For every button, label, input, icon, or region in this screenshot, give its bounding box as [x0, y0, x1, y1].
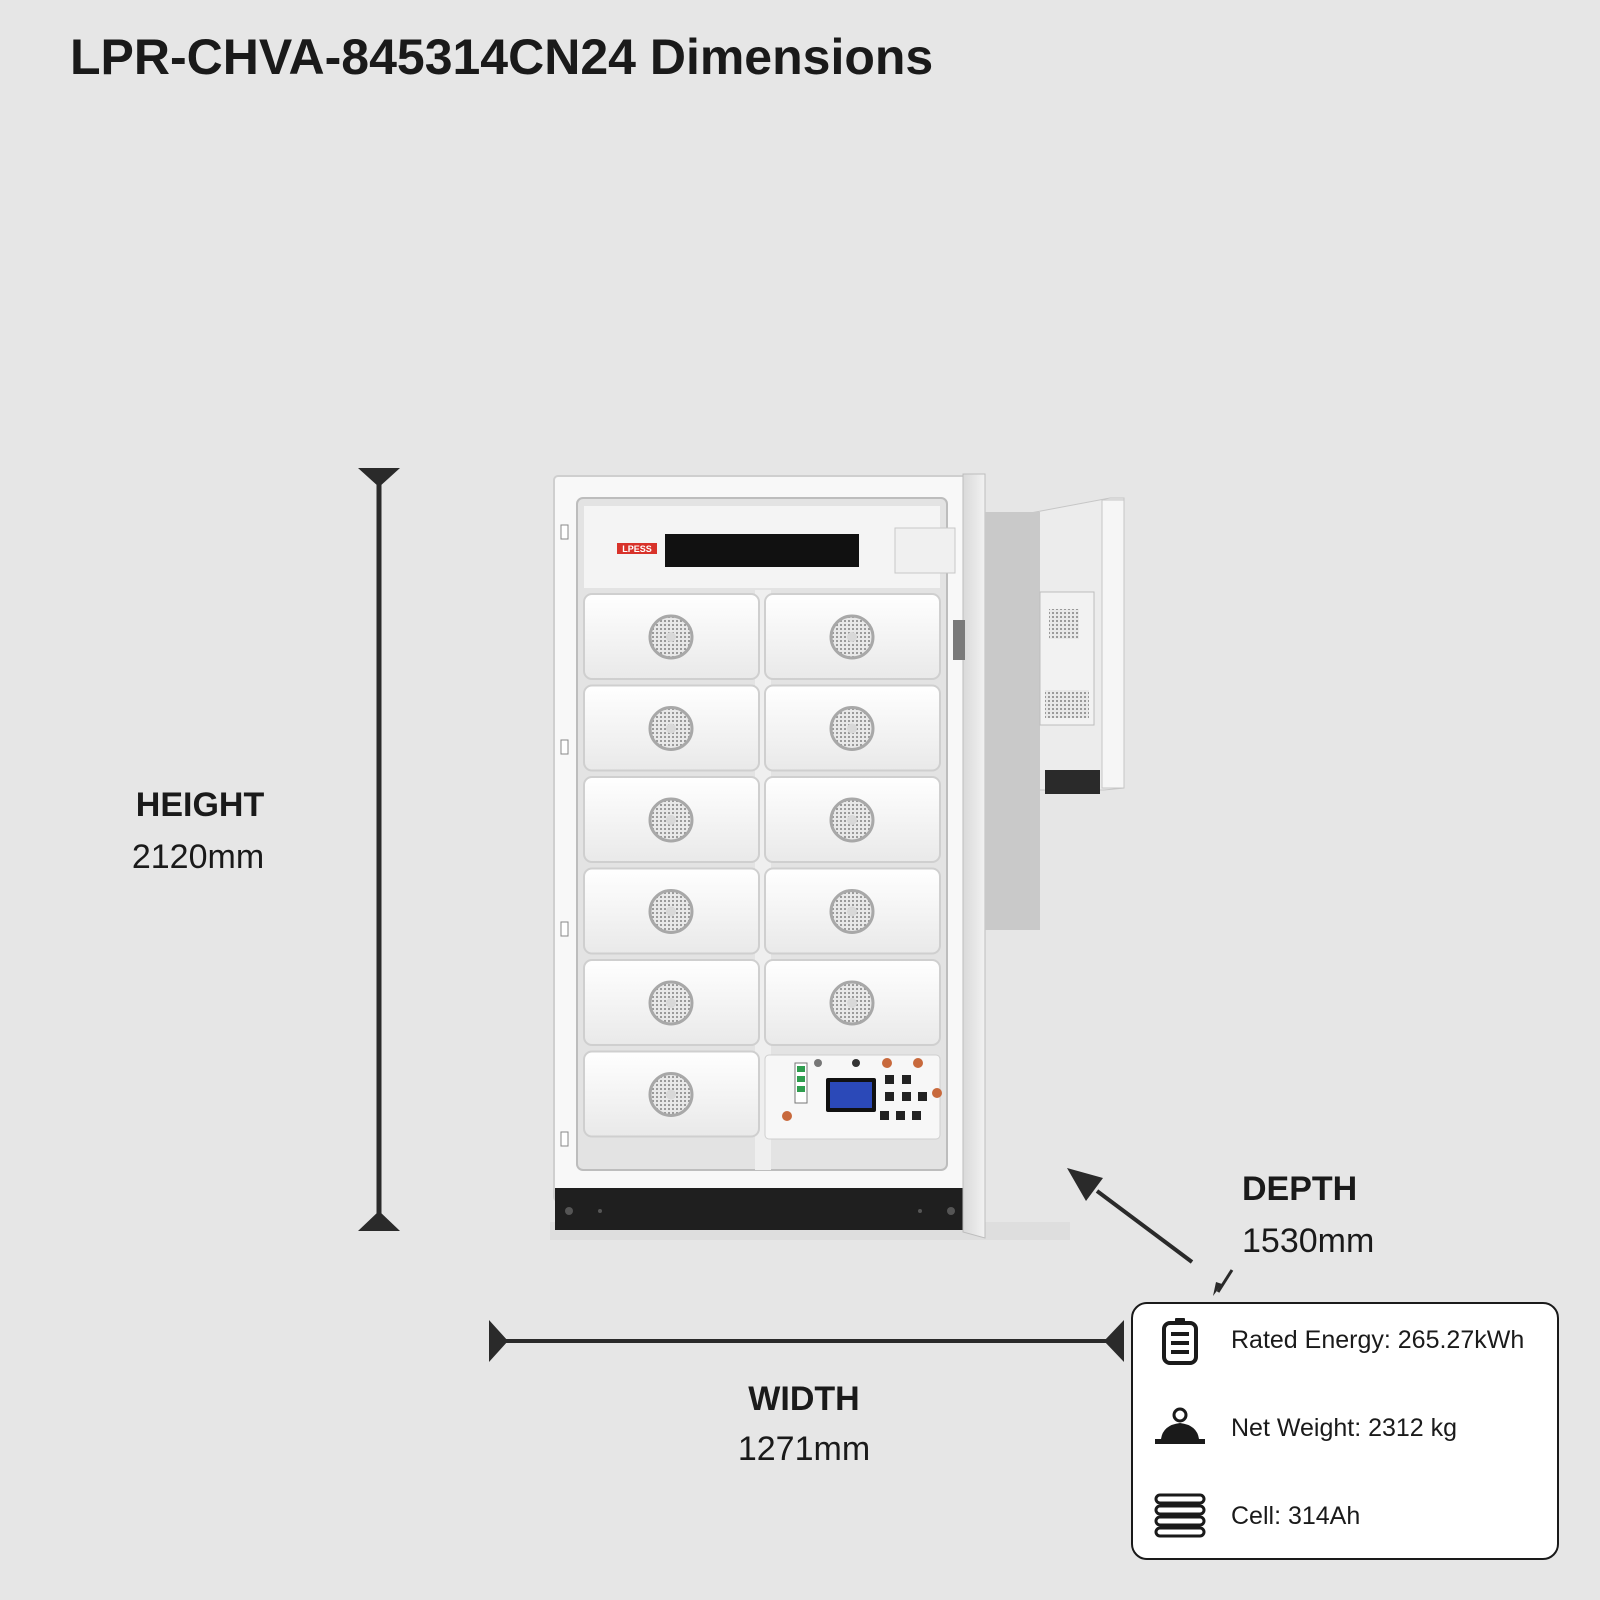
height-value: 2120mm [131, 838, 265, 876]
air-conditioner-unit [985, 497, 1125, 930]
cell-stack-icon [1154, 1493, 1206, 1538]
battery-module [764, 593, 941, 680]
battery-module [764, 684, 941, 772]
width-value: 1271mm [737, 1430, 871, 1468]
battery-module [583, 684, 760, 772]
depth-dimension-arrow [1067, 1168, 1234, 1296]
battery-module [583, 867, 760, 955]
battery-module [583, 959, 760, 1046]
spec-energy-text: Rated Energy: 265.27kWh [1231, 1326, 1525, 1354]
page-title: LPR-CHVA-845314CN24 Dimensions [70, 29, 934, 85]
depth-value: 1530mm [1242, 1222, 1375, 1260]
height-dimension-line [358, 468, 400, 1231]
brand-logo-text: LPESS [622, 544, 652, 554]
battery-module [583, 1050, 760, 1138]
brand-logo [617, 543, 657, 554]
battery-module [764, 776, 941, 863]
weight-icon [1155, 1407, 1205, 1444]
battery-module [583, 593, 760, 680]
spec-weight-text: Net Weight: 2312 kg [1231, 1414, 1458, 1442]
battery-module [764, 867, 941, 955]
spec-box: Rated Energy: 265.27kWh Net Weight: 2312… [1131, 1302, 1559, 1560]
control-module [764, 1054, 942, 1140]
battery-module [764, 959, 941, 1046]
spec-row-energy: Rated Energy: 265.27kWh [1133, 1311, 1557, 1371]
spec-row-cell: Cell: 314Ah [1133, 1487, 1557, 1547]
battery-modules [583, 593, 941, 1138]
display-window [665, 534, 859, 567]
battery-icon [1162, 1318, 1198, 1365]
spec-cell-text: Cell: 314Ah [1231, 1502, 1361, 1530]
bms-screen [830, 1082, 872, 1108]
depth-label: DEPTH [1242, 1170, 1358, 1208]
battery-module [583, 776, 760, 863]
width-dimension-line [489, 1320, 1124, 1362]
width-label: WIDTH [748, 1380, 860, 1418]
spec-row-weight: Net Weight: 2312 kg [1133, 1399, 1557, 1459]
height-label: HEIGHT [135, 786, 265, 824]
